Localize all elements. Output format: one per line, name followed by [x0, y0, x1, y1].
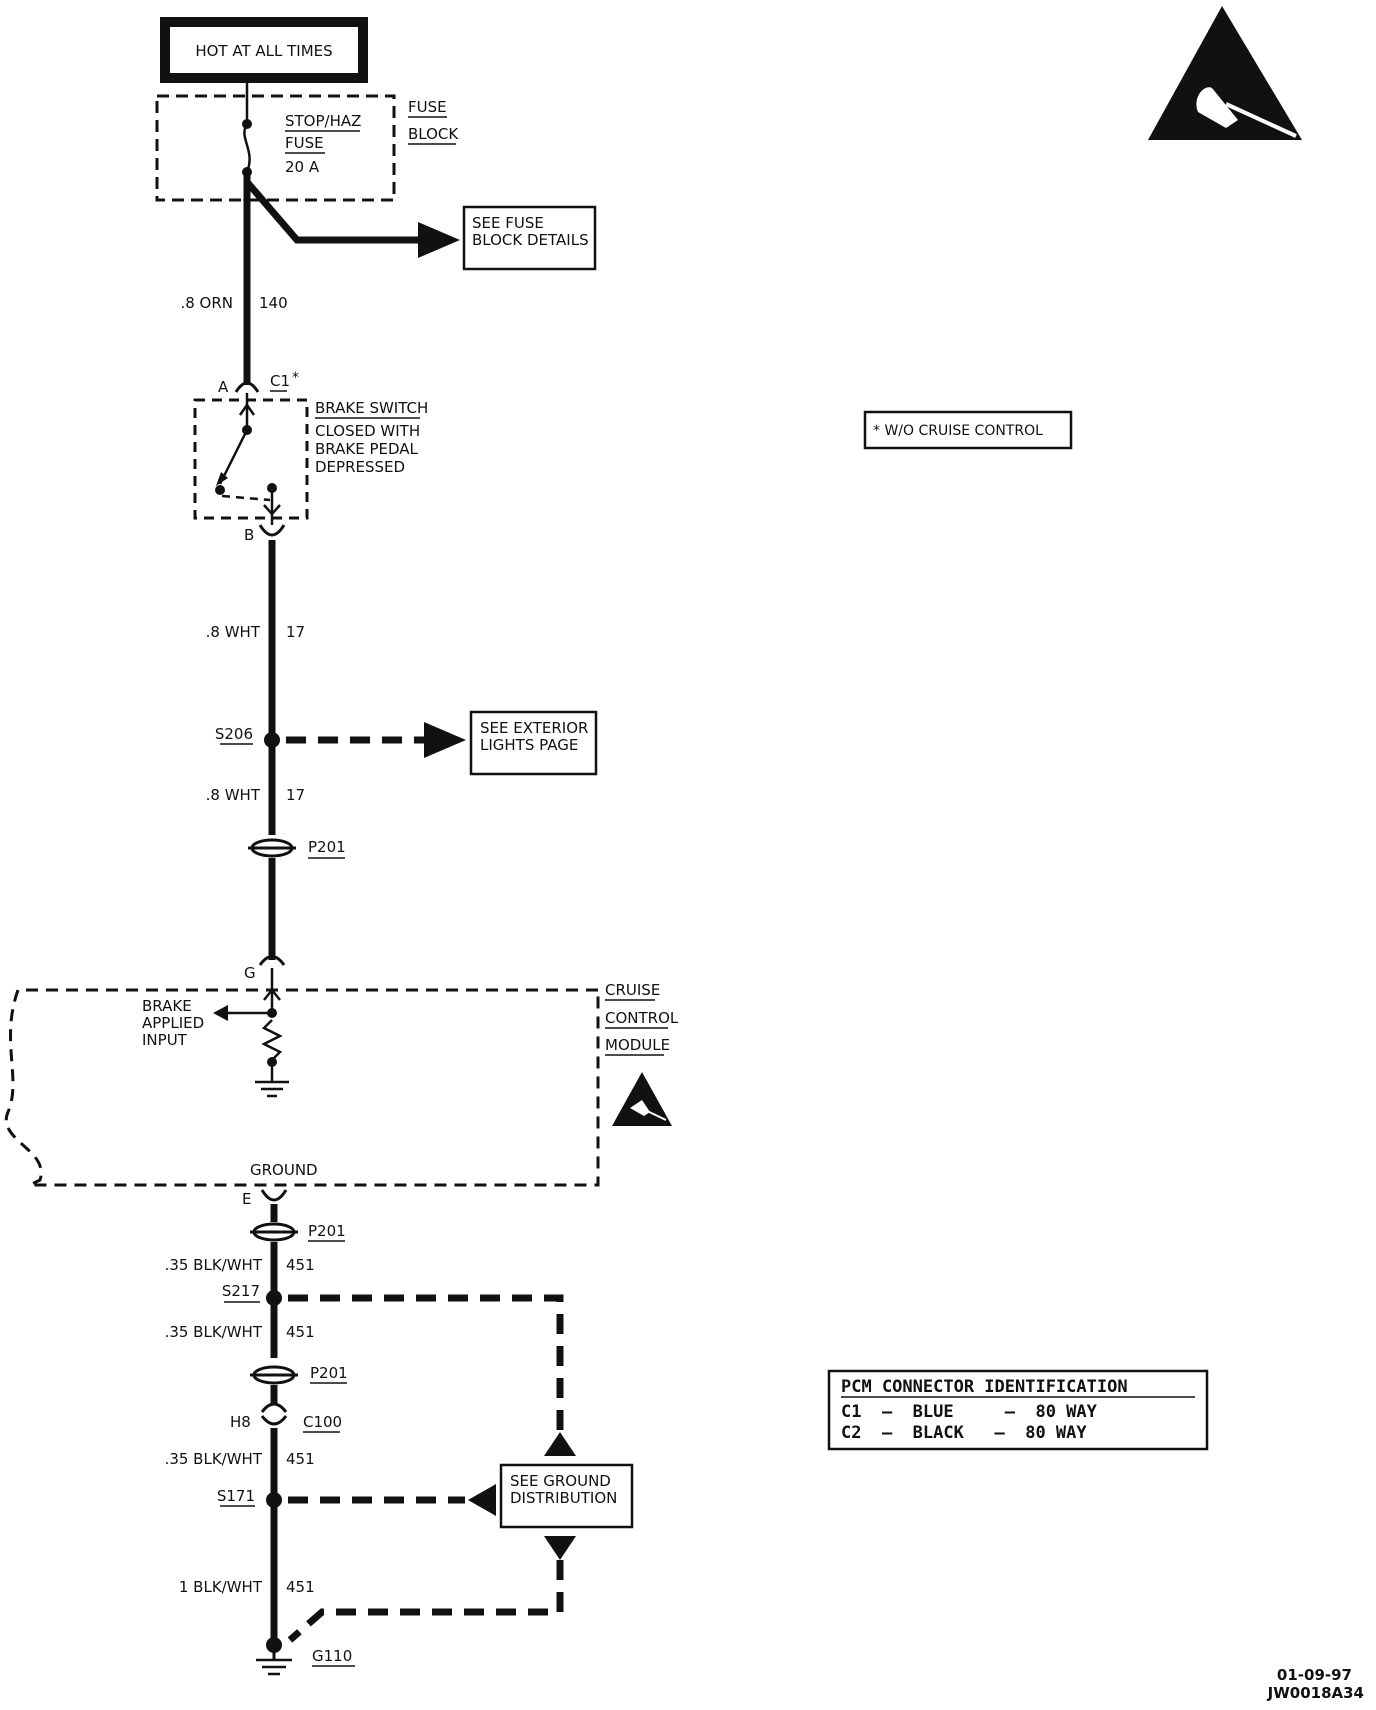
wire-140-circuit: 140: [259, 294, 288, 312]
connector-c1-mark: *: [292, 370, 299, 386]
connector-b-icon: [258, 524, 286, 537]
resistor-icon: [261, 1019, 283, 1061]
fuse-name-2: FUSE: [285, 134, 324, 152]
splice-s171-label: S171: [217, 1487, 255, 1505]
fuse-block-details-ref: SEE FUSE BLOCK DETAILS: [244, 179, 597, 271]
esd-warning-small-icon: [612, 1072, 672, 1126]
arrow-right-icon: [424, 722, 466, 758]
wire-17a-gauge: .8 WHT: [206, 623, 261, 641]
esd-warning-icon: [1148, 6, 1302, 140]
arrow-left-icon: [213, 1005, 228, 1021]
connector-c1-icon: [234, 381, 260, 393]
brake-switch-desc-4: DEPRESSED: [315, 458, 405, 476]
power-header-text: HOT AT ALL TIMES: [195, 42, 332, 60]
brake-switch-desc-1: BRAKE SWITCH: [315, 399, 428, 417]
splice-s217-label: S217: [222, 1282, 260, 1300]
fuse-element-icon: [243, 123, 251, 173]
connector-p201-lower: P201: [250, 1364, 348, 1385]
module-ground-icon: [255, 1080, 289, 1098]
cruise-control-module: G BRAKE APPLIED INPUT CRUISE CONTROL MOD…: [4, 955, 679, 1187]
wire-451a-gauge: .35 BLK/WHT: [165, 1256, 263, 1274]
brake-input-label-2: APPLIED: [142, 1014, 204, 1032]
fuse-name-1: STOP/HAZ: [285, 112, 361, 130]
wire-451c-circuit: 451: [286, 1450, 315, 1468]
footer-date: 01-09-97: [1277, 1666, 1352, 1684]
module-name-2: CONTROL: [605, 1009, 679, 1027]
connector-c100-label: C100: [303, 1413, 342, 1431]
module-ground-label: GROUND: [250, 1161, 318, 1179]
input-arrow-icon: [263, 987, 281, 1001]
module-name-3: MODULE: [605, 1036, 670, 1054]
splice-s217: S217: [222, 1282, 564, 1430]
splice-s171: S171: [217, 1487, 465, 1508]
pin-h8: H8: [230, 1413, 251, 1431]
wire-17b-gauge: .8 WHT: [206, 786, 261, 804]
connector-e-icon: [260, 1189, 288, 1202]
fuse-rating: 20 A: [285, 158, 320, 176]
connector-p201-upper-label: P201: [308, 838, 346, 856]
arrow-right-icon: [418, 222, 460, 258]
footer-code: JW0018A34: [1267, 1684, 1364, 1702]
ground-distribution-ref: SEE GROUND DISTRIBUTION: [287, 1432, 634, 1643]
fuse-details-line-1: SEE FUSE: [472, 214, 544, 232]
wire-17a-circuit: 17: [286, 623, 305, 641]
splice-s206-label: S206: [215, 725, 253, 743]
connector-g-icon: [258, 955, 286, 966]
splice-s206: S206: [215, 725, 280, 748]
pin-b: B: [244, 526, 254, 544]
ground-distribution-line-2: DISTRIBUTION: [510, 1489, 617, 1507]
power-header: HOT AT ALL TIMES: [160, 17, 368, 83]
pcm-table-row-2: C2 – BLACK – 80 WAY: [841, 1423, 1087, 1443]
fuse-block-label-1: FUSE: [408, 98, 447, 116]
ground-g110-label: G110: [312, 1647, 352, 1665]
arrow-up-icon: [544, 1432, 576, 1456]
switch-arrow-up-icon: [238, 402, 256, 416]
brake-input-label-1: BRAKE: [142, 997, 192, 1015]
arrow-left-icon: [468, 1484, 496, 1516]
wire-451d-gauge: 1 BLK/WHT: [179, 1578, 263, 1596]
pin-a: A: [218, 378, 229, 396]
wire-451b-circuit: 451: [286, 1323, 315, 1341]
wire-451b-gauge: .35 BLK/WHT: [165, 1323, 263, 1341]
connector-p201-lower-label: P201: [310, 1364, 348, 1382]
brake-switch: A C1 * B BRAKE SWITCH CLOSED WITH BRAKE …: [193, 370, 428, 544]
switch-arrow-down-icon: [263, 504, 281, 516]
wire-17b-circuit: 17: [286, 786, 305, 804]
exterior-lights-line-1: SEE EXTERIOR: [480, 719, 588, 737]
pin-e: E: [242, 1190, 251, 1208]
connector-p201-middle-label: P201: [308, 1222, 346, 1240]
ground-g110: G110: [256, 1637, 355, 1676]
connector-c100: H8 C100: [230, 1385, 342, 1645]
brake-input-label-3: INPUT: [142, 1031, 188, 1049]
connector-p201-upper: P201: [248, 838, 346, 960]
module-name-1: CRUISE: [605, 981, 660, 999]
fuse-details-line-2: BLOCK DETAILS: [472, 231, 589, 249]
connector-c1: C1: [270, 372, 290, 390]
fuse-block-label-2: BLOCK: [408, 125, 459, 143]
pcm-table-title: PCM CONNECTOR IDENTIFICATION: [841, 1377, 1128, 1397]
exterior-lights-ref: SEE EXTERIOR LIGHTS PAGE: [286, 710, 598, 776]
pcm-table-row-1: C1 – BLUE – 80 WAY: [841, 1402, 1098, 1422]
brake-switch-desc-3: BRAKE PEDAL: [315, 440, 419, 458]
ground-distribution-line-1: SEE GROUND: [510, 1472, 611, 1490]
wire-451d-circuit: 451: [286, 1578, 315, 1596]
pin-g: G: [244, 964, 256, 982]
pcm-connector-table: PCM CONNECTOR IDENTIFICATION C1 – BLUE –…: [827, 1369, 1209, 1451]
connector-p201-middle: P201: [250, 1222, 346, 1242]
wire-451a-circuit: 451: [286, 1256, 315, 1274]
exterior-lights-line-2: LIGHTS PAGE: [480, 736, 578, 754]
brake-switch-desc-2: CLOSED WITH: [315, 422, 420, 440]
wire-140-gauge: .8 ORN: [180, 294, 233, 312]
wire-451c-gauge: .35 BLK/WHT: [165, 1450, 263, 1468]
footer: 01-09-97 JW0018A34: [1267, 1666, 1364, 1702]
note-box: * W/O CRUISE CONTROL: [863, 410, 1073, 450]
note-text: * W/O CRUISE CONTROL: [873, 423, 1043, 439]
fuse-block: STOP/HAZ FUSE 20 A FUSE BLOCK: [155, 83, 459, 202]
arrow-down-icon: [544, 1536, 576, 1560]
